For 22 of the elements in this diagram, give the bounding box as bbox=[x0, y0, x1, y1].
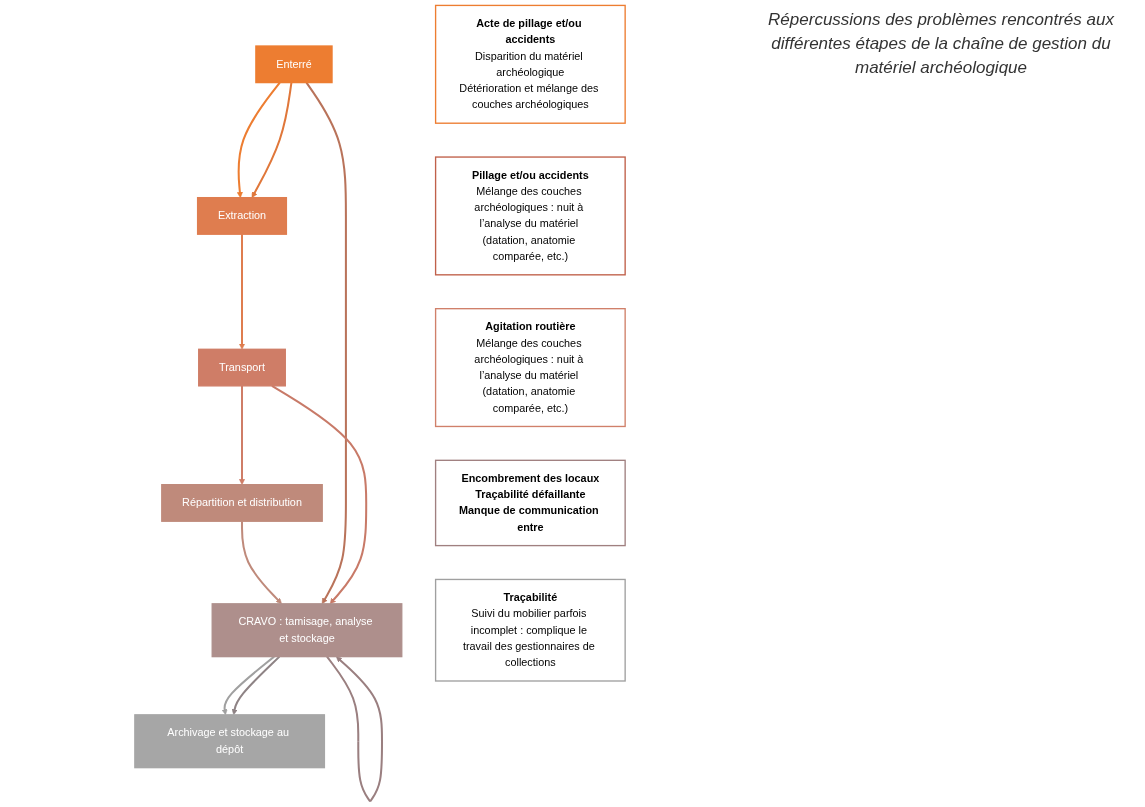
arrow bbox=[241, 521, 282, 605]
node-box: CRAVO : tamisage, analyse et stockage bbox=[211, 603, 403, 658]
diagram-title: Répercussions des problèmes rencontrés aux différentes étapes de la chaîne de gestion du matériel archéologique bbox=[767, 9, 1115, 79]
arrow bbox=[239, 234, 245, 350]
node-box: Enterré bbox=[255, 45, 333, 84]
arrow bbox=[305, 82, 347, 605]
node-box: Extraction bbox=[196, 197, 288, 235]
node-box: Encombrement des locaux Traçabilité défaillante Manque de communication entre bbox=[434, 459, 626, 547]
node-box: Pillage et/ou accidents Mélange des couches archéologiques : nuit à l’analyse du matériel (datation, anatomie comparée, etc.) bbox=[434, 156, 626, 276]
node-box: Acte de pillage et/ou accidents Disparition du matériel archéologique Détérioration et mélange des couches archéologiques bbox=[434, 4, 626, 124]
node-box: Archivage et stockage au dépôt bbox=[134, 714, 326, 769]
arrow bbox=[271, 385, 368, 605]
node-box: Transport bbox=[198, 348, 286, 387]
arrow bbox=[326, 656, 384, 803]
node-box: Traçabilité Suivi du mobilier parfois incomplet : complique le travail des gestionnaires de collections bbox=[434, 578, 626, 682]
arrow bbox=[236, 81, 281, 198]
node-box: Agitation routière Mélange des couches archéologiques : nuit à l’analyse du matériel (datation, anatomie comparée, etc.) bbox=[434, 308, 626, 428]
arrow bbox=[239, 385, 245, 485]
node-box: Répartition et distribution bbox=[161, 484, 323, 522]
arrow bbox=[251, 82, 293, 198]
arrow bbox=[231, 655, 281, 716]
arrow bbox=[221, 655, 275, 716]
